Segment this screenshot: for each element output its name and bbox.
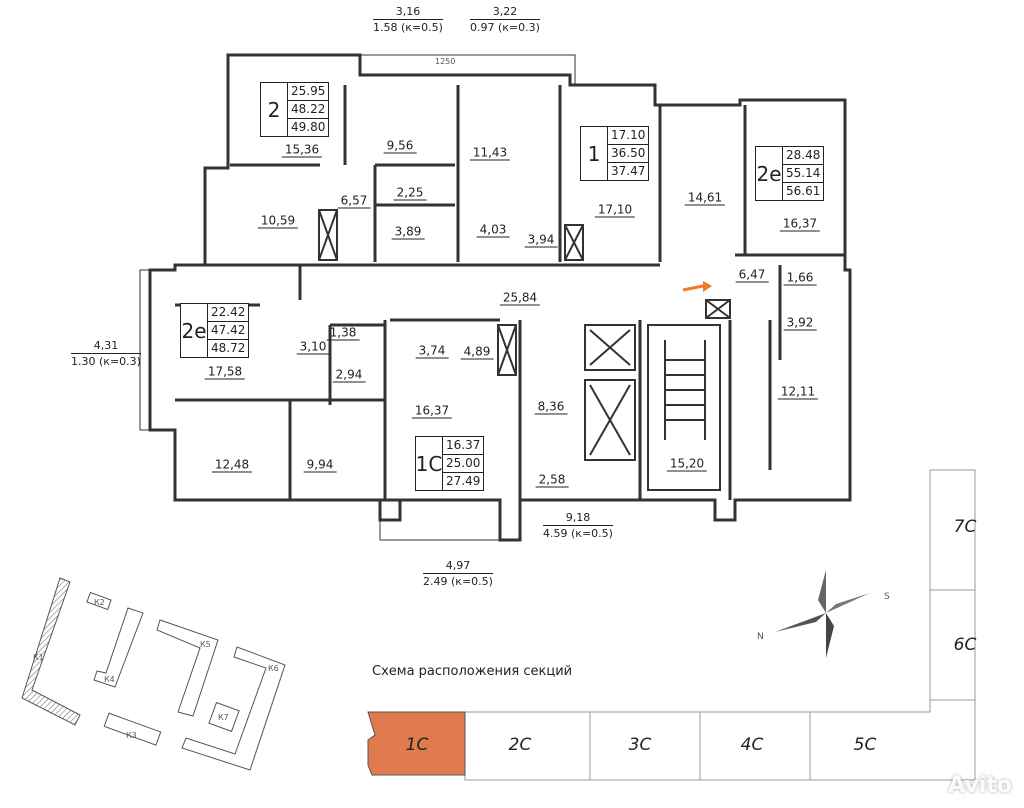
site-block-label: К4	[104, 675, 115, 684]
compass-south-label: S	[884, 592, 890, 602]
room-area: 15,36	[281, 143, 323, 158]
apartment-type: 2е	[756, 147, 783, 200]
total-area-with-balcony: 48.72	[211, 341, 246, 355]
room-area: 25,84	[499, 291, 541, 306]
room-area: 4,89	[460, 345, 494, 360]
avito-watermark: Avito	[948, 773, 1012, 798]
room-area: 9,56	[383, 139, 417, 154]
living-area: 28.48	[783, 147, 824, 165]
room-area: 16,37	[411, 404, 453, 419]
entrance-arrow-head	[703, 281, 712, 292]
room-area: 1,66	[783, 271, 817, 286]
room-area: 9,94	[303, 458, 337, 473]
elevators-stairs	[318, 209, 731, 491]
room-area: 6,47	[735, 268, 769, 283]
entrance-arrow	[682, 284, 704, 292]
site-block-label: К1	[33, 653, 44, 662]
total-area: 47.42	[208, 322, 249, 340]
compass-north-label: N	[757, 632, 764, 642]
balconies	[139, 54, 851, 541]
section-1c-highlight	[367, 711, 466, 776]
site-block-label: К5	[200, 640, 211, 649]
section-7c[interactable]: 7С	[953, 517, 977, 537]
site-block-label: К2	[94, 598, 105, 607]
living-area: 16.37	[443, 437, 484, 455]
room-area: 3,94	[524, 233, 558, 248]
total-area-with-balcony: 37.47	[611, 164, 646, 178]
section-3c[interactable]: 3С	[628, 735, 652, 755]
room-area: 8,36	[534, 400, 568, 415]
room-area: 2,94	[332, 368, 366, 383]
room-area: 12,48	[211, 458, 253, 473]
total-area: 48.22	[288, 101, 329, 119]
room-area: 3,74	[415, 344, 449, 359]
room-area: 2,25	[393, 186, 427, 201]
total-area: 25.00	[443, 455, 484, 473]
width-mark: 1250	[435, 57, 456, 66]
living-area: 22.42	[208, 304, 249, 322]
room-area: 3,92	[783, 316, 817, 331]
apartment-type: 2	[261, 83, 288, 136]
room-area: 2,58	[535, 473, 569, 488]
apartment-type: 2е	[181, 304, 208, 357]
room-area: 17,58	[204, 365, 246, 380]
room-area: 12,11	[777, 385, 819, 400]
room-area: 3,10	[296, 340, 330, 355]
room-area: 10,59	[257, 214, 299, 229]
schema-title: Схема расположения секций	[372, 664, 573, 679]
room-area: 4,03	[476, 223, 510, 238]
room-area: 15,20	[666, 457, 708, 472]
room-area: 6,57	[337, 194, 371, 209]
total-area-with-balcony: 56.61	[786, 184, 821, 198]
section-2c[interactable]: 2С	[508, 735, 532, 755]
section-outline	[464, 469, 976, 781]
site-schema	[21, 577, 286, 771]
room-area: 11,43	[469, 146, 511, 161]
room-area: 17,10	[594, 203, 636, 218]
living-area: 17.10	[608, 127, 649, 145]
room-area: 14,61	[684, 191, 726, 206]
living-area: 25.95	[288, 83, 329, 101]
apartment-type: 1	[581, 127, 608, 180]
total-area-with-balcony: 27.49	[446, 474, 481, 488]
room-area: 3,89	[391, 225, 425, 240]
compass-rose	[775, 570, 870, 658]
site-block-label: К6	[268, 664, 279, 673]
total-area: 36.50	[608, 145, 649, 163]
total-area-with-balcony: 49.80	[291, 120, 326, 134]
site-block-label: К3	[126, 731, 137, 740]
total-area: 55.14	[783, 165, 824, 183]
room-area: 16,37	[779, 217, 821, 232]
section-4c[interactable]: 4С	[740, 735, 764, 755]
room-area: 1,38	[326, 326, 360, 341]
apartment-type: 1С	[416, 437, 443, 490]
section-6c[interactable]: 6С	[953, 635, 977, 655]
section-5c[interactable]: 5С	[853, 735, 877, 755]
walls	[148, 53, 852, 542]
section-1c[interactable]: 1С	[405, 735, 429, 755]
site-block-label: К7	[218, 713, 229, 722]
